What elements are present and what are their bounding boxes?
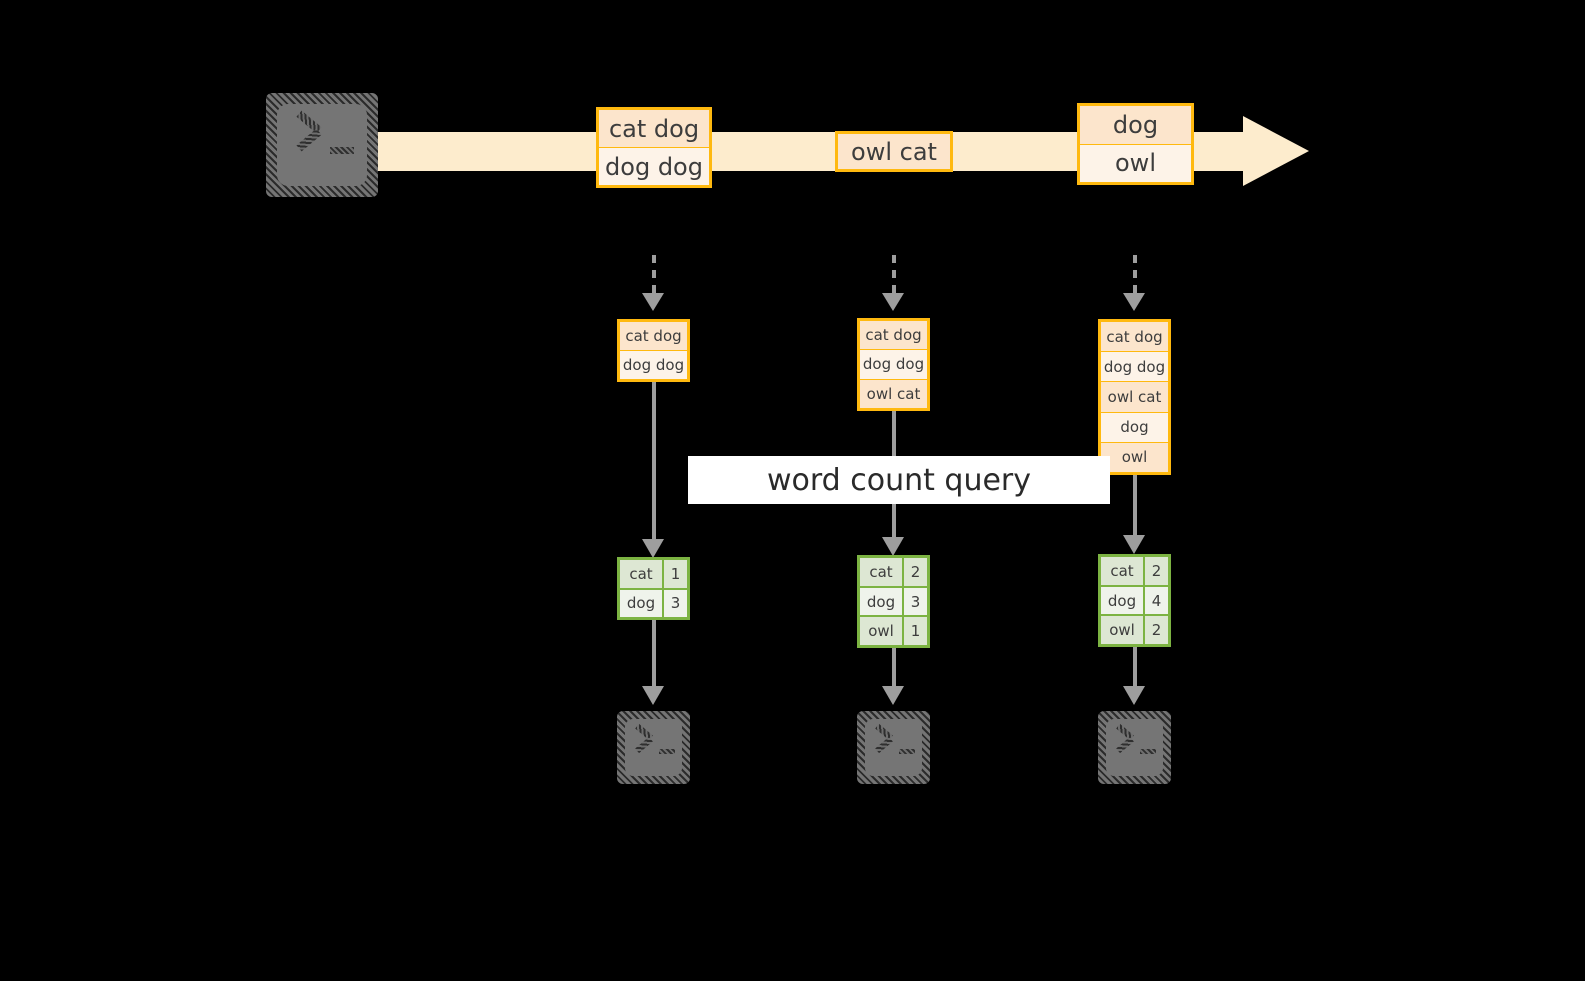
terminal-screen	[1106, 719, 1163, 776]
result-count: 1	[664, 560, 687, 588]
snapshot-1-query-line	[652, 382, 656, 541]
snapshot-3-output-arrowhead	[1123, 686, 1145, 705]
query-caption-label: word count query	[688, 456, 1110, 504]
result-row: cat 1	[620, 560, 687, 590]
stream-message-3[interactable]: dog owl	[1077, 103, 1194, 185]
result-count: 3	[904, 587, 927, 616]
snapshot-1-output-terminal-icon[interactable]	[617, 711, 690, 784]
snapshot-3-inbound-arrowhead	[1123, 293, 1145, 311]
snapshot-row: dog dog	[860, 350, 927, 380]
snapshot-3-result-table[interactable]: cat 2 dog 4 owl 2	[1098, 554, 1171, 647]
snapshot-1-table[interactable]: cat dog dog dog	[617, 319, 690, 382]
terminal-prompt-glyph	[1098, 711, 1171, 784]
result-count: 1	[904, 617, 927, 646]
result-word: dog	[860, 587, 904, 616]
snapshot-1-inbound-arrowhead	[642, 293, 664, 311]
snapshot-2-output-line	[892, 648, 896, 688]
snapshot-3-output-line	[1133, 647, 1137, 688]
snapshot-2-query-arrowhead	[882, 537, 904, 556]
stream-message-2[interactable]: owl cat	[835, 131, 953, 172]
snapshot-1-output-arrowhead	[642, 686, 664, 705]
result-word: owl	[860, 617, 904, 646]
snapshot-2-output-arrowhead	[882, 686, 904, 705]
snapshot-row: cat dog	[860, 321, 927, 351]
snapshot-row: dog dog	[1101, 352, 1168, 383]
result-count: 3	[664, 589, 687, 617]
result-row: owl 2	[1101, 616, 1168, 645]
terminal-prompt-glyph	[617, 711, 690, 784]
terminal-prompt-glyph	[266, 93, 378, 197]
result-word: owl	[1101, 616, 1145, 645]
snapshot-2-output-terminal-icon[interactable]	[857, 711, 930, 784]
snapshot-row: dog	[1101, 412, 1168, 443]
snapshot-row: dog dog	[620, 351, 687, 379]
snapshot-row: owl cat	[1101, 382, 1168, 413]
snapshot-2-inbound-arrowhead	[882, 293, 904, 311]
stream-message-row: dog	[1080, 106, 1191, 145]
stream-message-row: cat dog	[599, 110, 709, 148]
snapshot-1-result-table[interactable]: cat 1 dog 3	[617, 557, 690, 620]
result-word: dog	[1101, 586, 1145, 615]
terminal-screen	[865, 719, 922, 776]
result-word: cat	[1101, 557, 1145, 585]
snapshot-2-inbound-dash	[892, 255, 896, 295]
terminal-screen	[625, 719, 682, 776]
result-row: cat 2	[860, 558, 927, 588]
snapshot-3-query-arrowhead	[1123, 535, 1145, 554]
snapshot-2-result-table[interactable]: cat 2 dog 3 owl 1	[857, 555, 930, 648]
source-terminal-icon[interactable]	[266, 93, 378, 197]
snapshot-1-query-arrowhead	[642, 539, 664, 558]
stream-message-row: owl	[1080, 144, 1191, 182]
result-word: cat	[620, 560, 664, 588]
result-word: dog	[620, 589, 664, 617]
result-count: 4	[1145, 586, 1168, 615]
result-word: cat	[860, 558, 904, 586]
snapshot-3-output-terminal-icon[interactable]	[1098, 711, 1171, 784]
terminal-prompt-glyph	[857, 711, 930, 784]
result-row: dog 3	[860, 587, 927, 618]
snapshot-3-query-line	[1133, 475, 1137, 537]
snapshot-row: owl cat	[860, 379, 927, 408]
terminal-screen	[277, 104, 367, 186]
snapshot-row: cat dog	[1101, 322, 1168, 353]
result-count: 2	[904, 558, 927, 586]
stream-message-row: dog dog	[599, 148, 709, 185]
snapshot-1-output-line	[652, 620, 656, 688]
stream-message-1[interactable]: cat dog dog dog	[596, 107, 712, 188]
snapshot-row: cat dog	[620, 322, 687, 351]
stream-arrowhead	[1243, 116, 1309, 186]
snapshot-3-table[interactable]: cat dog dog dog owl cat dog owl	[1098, 319, 1171, 475]
result-count: 2	[1145, 557, 1168, 585]
snapshot-2-table[interactable]: cat dog dog dog owl cat	[857, 318, 930, 411]
snapshot-3-inbound-dash	[1133, 255, 1137, 295]
snapshot-1-inbound-dash	[652, 255, 656, 295]
result-row: owl 1	[860, 617, 927, 646]
snapshot-row: owl	[1101, 442, 1168, 473]
result-row: dog 3	[620, 589, 687, 617]
result-row: cat 2	[1101, 557, 1168, 587]
result-count: 2	[1145, 616, 1168, 645]
result-row: dog 4	[1101, 586, 1168, 617]
stream-message-row: owl cat	[838, 134, 950, 169]
